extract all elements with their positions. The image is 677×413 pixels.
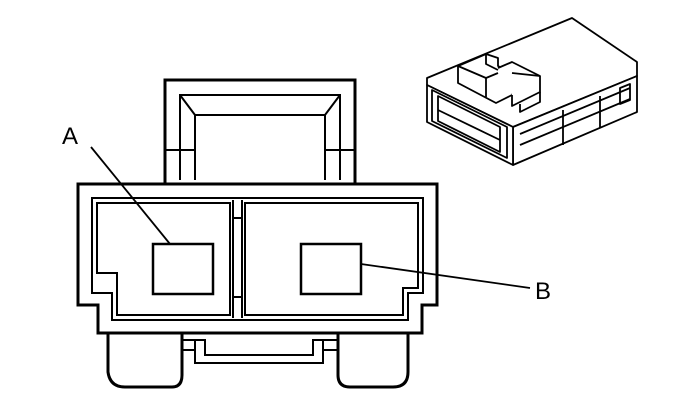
bottom-left-foot xyxy=(106,333,184,389)
callout-label-a: A xyxy=(62,123,78,150)
bottom-key xyxy=(182,339,338,364)
connector-inner-wall xyxy=(91,197,424,321)
callout-line-a xyxy=(90,146,171,245)
iso-front-opening xyxy=(431,89,508,159)
cavity-a-outline xyxy=(96,202,231,316)
callout-lines xyxy=(90,146,531,289)
connector-isometric-view xyxy=(426,17,638,166)
bottom-right-foot xyxy=(336,333,410,389)
cavity-b-outline xyxy=(244,202,419,316)
callout-line-b xyxy=(360,263,531,289)
connector-body-outline xyxy=(76,182,439,335)
callout-label-b: B xyxy=(535,278,551,305)
terminal-b xyxy=(299,242,363,296)
latch-housing xyxy=(163,78,357,184)
center-divider xyxy=(232,200,243,318)
terminal-a xyxy=(151,242,215,296)
iso-latch-tab xyxy=(497,61,541,107)
connector-face-view xyxy=(76,78,439,389)
